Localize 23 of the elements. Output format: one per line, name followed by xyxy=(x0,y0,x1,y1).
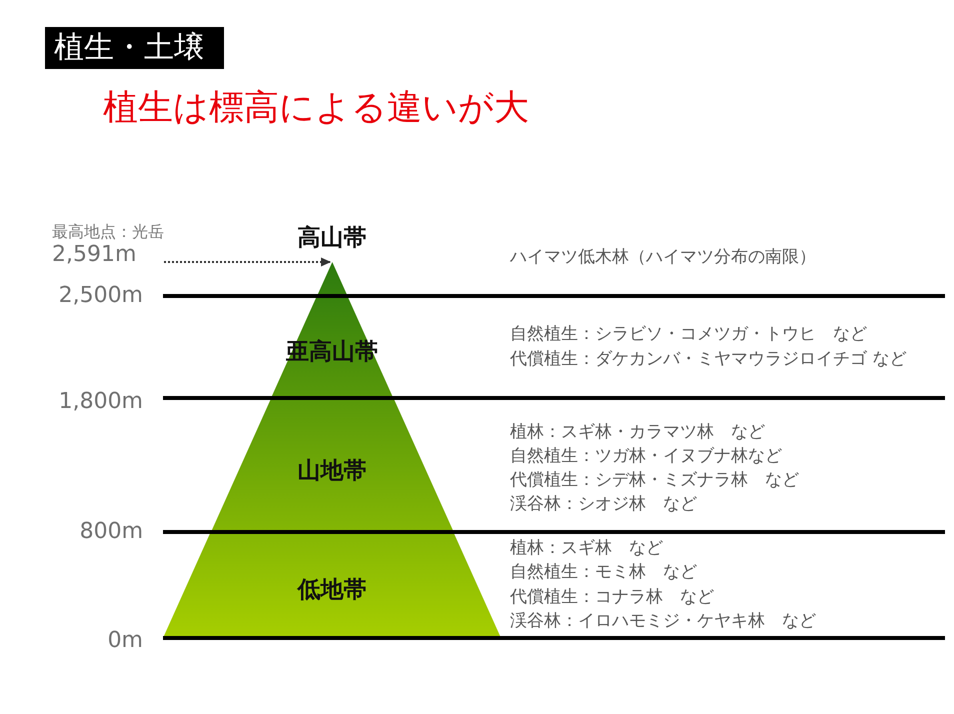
vegetation-note: 渓谷林：シオジ林 など xyxy=(510,493,697,515)
vegetation-note: 植林：スギ林 など xyxy=(510,537,663,559)
vegetation-note: 自然植生：ツガ林・イヌブナ林など xyxy=(510,445,782,467)
vegetation-note: ハイマツ低木林（ハイマツ分布の南限） xyxy=(510,246,816,268)
vegetation-note: 自然植生：モミ林 など xyxy=(510,561,697,583)
elevation-label: 2,591m xyxy=(52,241,136,269)
zone-label: 高山帯 xyxy=(298,224,366,252)
vegetation-note: 代償植生：コナラ林 など xyxy=(510,586,714,608)
summit-label: 最高地点：光岳 xyxy=(52,223,164,241)
elevation-label: 800m xyxy=(80,519,143,545)
elevation-label: 0m xyxy=(108,628,143,654)
section-heading: 植生・土壌 xyxy=(45,27,224,69)
vegetation-note: 代償植生：シデ林・ミズナラ林 など xyxy=(510,469,799,491)
vegetation-note: 渓谷林：イロハモミジ・ケヤキ林 など xyxy=(510,610,816,632)
vegetation-note: 自然植生：シラビソ・コメツガ・トウヒ など xyxy=(510,323,867,345)
arrow xyxy=(164,258,331,266)
zone-label: 山地帯 xyxy=(297,457,366,485)
subtitle: 植生は標高による違いが大 xyxy=(103,87,529,130)
vegetation-note: 植林：スギ林・カラマツ林 など xyxy=(510,421,765,443)
elevation-label: 2,500m xyxy=(58,283,143,309)
zone-label: 低地帯 xyxy=(298,576,366,604)
elevation-label: 1,800m xyxy=(58,389,143,415)
vegetation-note: 代償植生：ダケカンバ・ミヤマウラジロイチゴ など xyxy=(510,348,906,370)
